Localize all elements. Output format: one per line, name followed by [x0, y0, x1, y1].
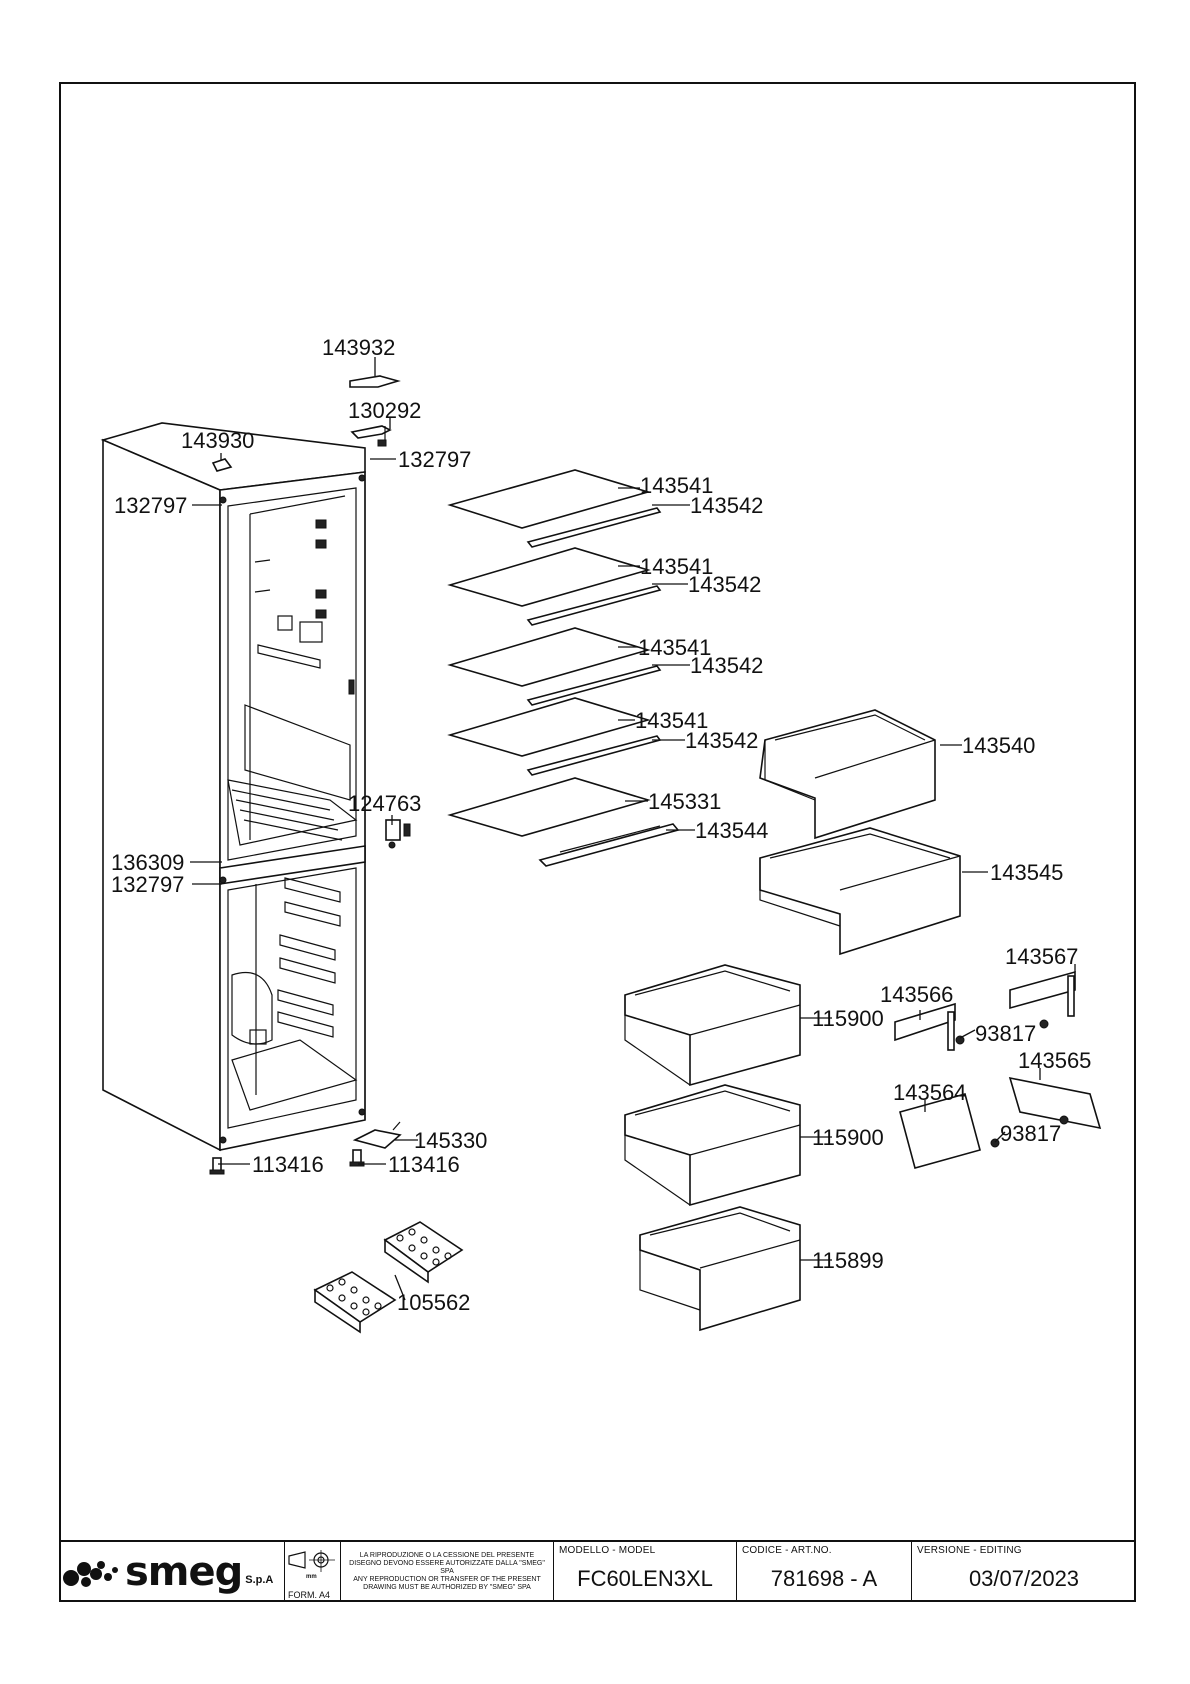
- part-label: 113416: [388, 1152, 460, 1177]
- brand-name: smeg: [125, 1549, 243, 1595]
- part-label: 130292: [348, 398, 421, 423]
- projection-symbol: mm FORM. A4: [284, 1542, 340, 1602]
- model-field: MODELLO - MODEL FC60LEN3XL: [553, 1542, 736, 1602]
- adjustable-feet: [209, 1149, 365, 1175]
- leader-lines: [190, 357, 1076, 1301]
- part-label: 145330: [414, 1128, 487, 1153]
- smeg-dots-icon: [63, 1561, 118, 1587]
- notice-italian: LA RIPRODUZIONE O LA CESSIONE DEL PRESEN…: [349, 1552, 545, 1575]
- part-label: 124763: [348, 791, 421, 816]
- brand-logo: smeg S.p.A: [59, 1542, 284, 1602]
- version-value: 03/07/2023: [968, 1566, 1080, 1591]
- egg-trays: [313, 1221, 464, 1334]
- code-field: CODICE - ART.NO. 781698 - A: [736, 1542, 911, 1602]
- code-value: 781698 - A: [770, 1566, 878, 1591]
- model-value: FC60LEN3XL: [577, 1566, 713, 1591]
- part-label: 143545: [990, 860, 1063, 885]
- version-caption: VERSIONE - EDITING: [917, 1545, 1022, 1556]
- part-label: 143541: [640, 473, 713, 498]
- part-label: 93817: [975, 1021, 1036, 1046]
- model-caption: MODELLO - MODEL: [559, 1545, 656, 1556]
- title-block: smeg S.p.A mm FORM. A4 LA RIPRODUZIONE O…: [59, 1540, 1136, 1602]
- part-label: 143930: [181, 428, 254, 453]
- bottom-hinge: [352, 1121, 402, 1149]
- part-label: 115900: [812, 1125, 884, 1150]
- fridge-cabinet: [100, 422, 366, 1152]
- freezer-drawers: [624, 964, 801, 1332]
- part-label: 115900: [812, 1006, 884, 1031]
- version-field: VERSIONE - EDITING 03/07/2023: [911, 1542, 1136, 1602]
- part-label: 145331: [648, 789, 721, 814]
- form-size: FORM. A4: [288, 1590, 331, 1600]
- part-label: 143565: [1018, 1048, 1091, 1073]
- part-label: 143540: [962, 733, 1035, 758]
- part-label: 115899: [812, 1248, 884, 1273]
- part-label: 143542: [690, 493, 763, 518]
- part-label: 132797: [398, 447, 471, 472]
- part-label: 143544: [695, 818, 768, 843]
- part-label: 143567: [1005, 944, 1078, 969]
- notice-english: ANY REPRODUCTION OR TRANSFER OF THE PRES…: [353, 1576, 541, 1591]
- crisper-drawers: [759, 709, 961, 956]
- part-label: 143932: [322, 335, 395, 360]
- drawing-frame: [59, 82, 1136, 1602]
- part-label: 132797: [114, 493, 187, 518]
- part-label: 113416: [252, 1152, 324, 1177]
- part-label: 143564: [893, 1080, 966, 1105]
- glass-shelves: [447, 469, 680, 867]
- top-hinge-parts: [211, 375, 401, 472]
- part-label: 132797: [111, 872, 184, 897]
- part-label: 93817: [1000, 1121, 1061, 1146]
- projection-unit: mm: [306, 1574, 317, 1580]
- part-label: 143542: [690, 653, 763, 678]
- code-caption: CODICE - ART.NO.: [742, 1545, 832, 1556]
- part-label: 143541: [638, 635, 711, 660]
- part-label: 143541: [640, 554, 713, 579]
- part-label: 143542: [688, 572, 761, 597]
- part-label: 143566: [880, 982, 953, 1007]
- copyright-notice: LA RIPRODUZIONE O LA CESSIONE DEL PRESEN…: [340, 1542, 553, 1602]
- brand-suffix: S.p.A: [245, 1574, 274, 1586]
- drawer-rails: [894, 970, 1102, 1169]
- part-label: 143541: [635, 708, 708, 733]
- part-label: 105562: [397, 1290, 470, 1315]
- first-angle-projection-icon: [288, 1550, 335, 1572]
- part-label: 136309: [111, 850, 184, 875]
- part-label: 143542: [685, 728, 758, 753]
- middle-hinge: [385, 819, 411, 849]
- part-labels: 143932 130292 143930 132797 132797 14354…: [111, 335, 1091, 1315]
